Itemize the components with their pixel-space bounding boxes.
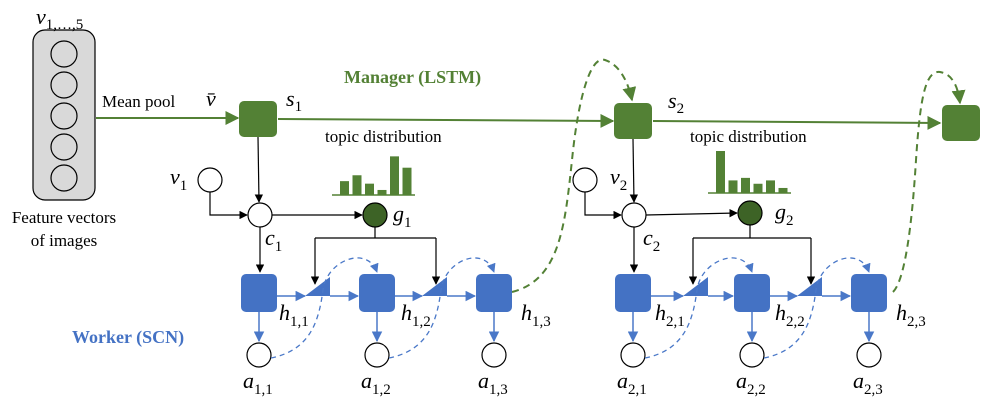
output-label: a1,1: [243, 368, 273, 398]
manager-title: Manager (LSTM): [344, 67, 481, 88]
feature-vector-label: v1,…,5: [36, 4, 83, 33]
hidden-state-label: h2,2: [775, 300, 805, 330]
worker-group-1: topic distribution v1 c1 g1 h1,1 a1,1 h1,2 a1,2…: [170, 127, 551, 398]
output-label: a2,3: [853, 368, 883, 398]
worker-node: [734, 274, 770, 312]
topic-bar: [365, 183, 374, 195]
feature-circle: [50, 71, 78, 99]
context-node: [247, 202, 273, 228]
worker-node: [476, 274, 512, 312]
output-node: [620, 342, 646, 368]
hidden-state-label: h1,1: [279, 300, 309, 330]
topic-distribution-label: topic distribution: [325, 127, 442, 146]
s-to-c-arrow: [629, 138, 639, 203]
topic-bar: [716, 151, 725, 193]
topic-bar: [753, 183, 763, 193]
c-to-g-arrow: [645, 208, 738, 218]
manager-node-s3: [942, 105, 980, 141]
feedback-arrow-2: [892, 70, 966, 293]
topic-distribution-label: topic distribution: [690, 127, 807, 146]
manager-node-s1: [239, 101, 277, 137]
manager-node-s2: [614, 103, 652, 139]
output-label: a1,2: [361, 368, 391, 398]
topic-bar: [741, 177, 750, 193]
topic-bar: [778, 187, 788, 193]
context-node: [621, 202, 647, 228]
manager-line-2: [652, 115, 942, 130]
output-feedback-arrow: [763, 257, 871, 359]
gate-label: g2: [775, 199, 794, 229]
worker-group-2: topic distribution v2 c2 g2 h2,1 a2,1 h2,2 a2,2…: [572, 127, 926, 398]
input-vector-node: [197, 167, 223, 193]
output-feedback-arrow: [644, 257, 754, 359]
output-node: [364, 342, 390, 368]
input-vector-label: v2: [610, 164, 627, 194]
gate-triangle: [683, 277, 708, 296]
output-node: [481, 342, 507, 368]
topic-bar: [766, 180, 775, 193]
input-vector-node: [572, 167, 598, 193]
feature-caption-line1: Feature vectors: [12, 208, 116, 227]
mean-pool-label: Mean pool: [102, 92, 175, 111]
vbar-label: v̄: [206, 86, 216, 111]
output-node: [739, 342, 765, 368]
hidden-state-label: h1,2: [401, 300, 431, 330]
context-label: c2: [643, 225, 660, 255]
s1-label: s1: [286, 86, 302, 115]
topic-bar: [377, 189, 387, 195]
worker-node: [241, 274, 277, 312]
manager-line-1: [277, 113, 615, 128]
gate-triangle: [305, 277, 330, 296]
output-label: a1,3: [478, 368, 508, 398]
output-label: a2,1: [617, 368, 647, 398]
topic-bar: [390, 156, 399, 195]
feature-caption-line2: of images: [31, 231, 98, 250]
worker-node: [615, 274, 651, 312]
feature-vectors-block: v1,…,5 Feature vectors of images: [12, 4, 116, 250]
feature-circle: [50, 40, 78, 68]
feature-circle: [50, 164, 78, 192]
hidden-state-label: h2,3: [896, 300, 926, 330]
hidden-state-label: h1,3: [521, 300, 551, 330]
v-to-c-arrow: [584, 192, 622, 220]
feedback-arrow-1: [511, 58, 637, 293]
gate-label: g1: [393, 201, 412, 231]
worker-title: Worker (SCN): [72, 327, 184, 348]
worker-groups: topic distribution v1 c1 g1 h1,1 a1,1 h1,2 a1,2…: [170, 127, 926, 398]
output-label: a2,2: [736, 368, 766, 398]
output-node: [856, 342, 882, 368]
feature-circle: [50, 102, 78, 130]
s2-label: s2: [668, 88, 684, 117]
feature-circle: [50, 133, 78, 161]
topic-bar: [352, 175, 362, 195]
v-to-c-arrow: [209, 192, 248, 220]
topic-bar: [402, 167, 412, 195]
s-to-c-arrow: [254, 136, 264, 203]
worker-node: [851, 274, 887, 312]
gate-node: [362, 202, 388, 228]
manager-lane: Mean pool v̄ Manager (LSTM) s1 s2: [96, 67, 980, 141]
gate-node: [737, 200, 763, 226]
topic-bar: [728, 180, 738, 193]
output-feedback-arrow: [388, 257, 496, 359]
topic-bar: [340, 181, 349, 195]
output-node: [246, 342, 272, 368]
input-vector-label: v1: [170, 164, 187, 194]
hidden-state-label: h2,1: [655, 300, 685, 330]
output-feedback-arrow: [270, 257, 379, 359]
worker-node: [359, 274, 395, 312]
context-label: c1: [265, 225, 282, 255]
